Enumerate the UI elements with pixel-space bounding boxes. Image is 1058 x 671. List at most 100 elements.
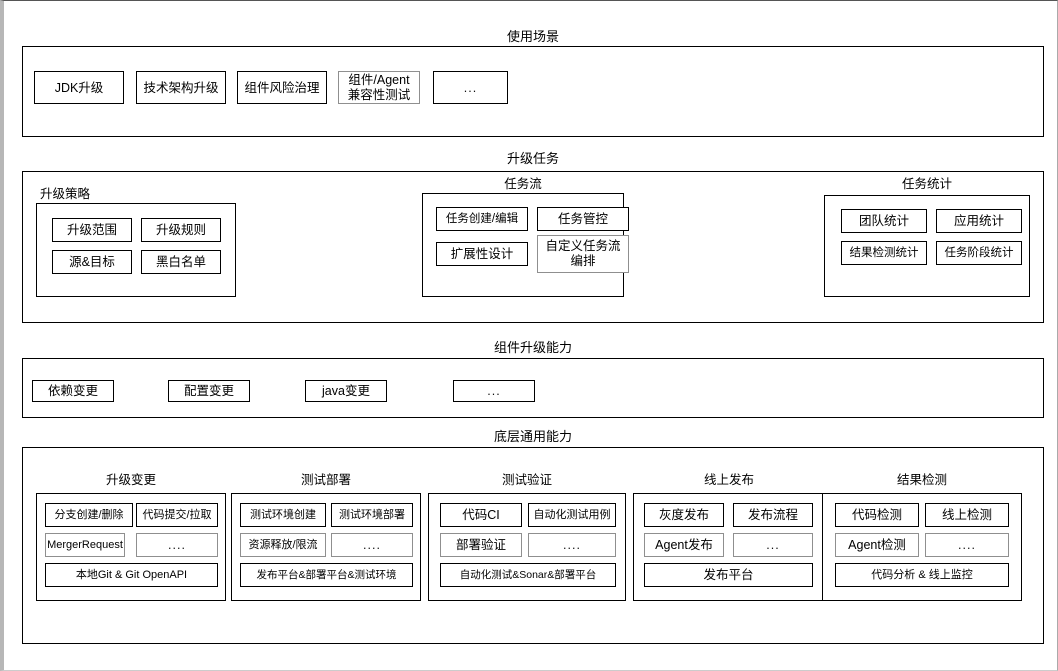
node-deploy-verify[interactable]: 部署验证 [440, 533, 522, 557]
group-title-upgrade-change: 升级变更 [105, 473, 156, 487]
node-tech-architecture-upgrade[interactable]: 技术架构升级 [136, 71, 226, 104]
node-app-statistics[interactable]: 应用统计 [936, 209, 1022, 233]
node-automated-test-case[interactable]: 自动化测试用例 [528, 503, 616, 527]
section-title-usage-scenarios: 使用场景 [506, 29, 559, 44]
node-label: 发布平台&部署平台&测试环境 [256, 569, 397, 581]
section-title-component-upgrade-capability: 组件升级能力 [493, 340, 572, 355]
node-test-verify-more[interactable]: .... [528, 533, 616, 557]
node-task-stage-statistics[interactable]: 任务阶段统计 [936, 241, 1022, 265]
node-code-analysis-online-monitor[interactable]: 代码分析 & 线上监控 [835, 563, 1009, 587]
node-label: ... [766, 538, 780, 552]
group-title-task-statistics: 任务统计 [901, 177, 952, 191]
group-title-upgrade-strategy: 升级策略 [40, 187, 91, 201]
node-label: 黑白名单 [155, 255, 206, 269]
node-java-change[interactable]: java变更 [305, 380, 387, 402]
node-label: 结果检测统计 [849, 247, 919, 259]
node-task-control[interactable]: 任务管控 [537, 207, 629, 231]
node-dependency-change[interactable]: 依赖变更 [32, 380, 114, 402]
node-component-risk-governance[interactable]: 组件风险治理 [237, 71, 327, 104]
node-code-commit-pull[interactable]: 代码提交/拉取 [136, 503, 218, 527]
node-team-statistics[interactable]: 团队统计 [841, 209, 927, 233]
node-config-change[interactable]: 配置变更 [168, 380, 250, 402]
node-code-detection[interactable]: 代码检测 [835, 503, 919, 527]
group-title-test-verify: 测试验证 [501, 473, 552, 487]
node-release-platform[interactable]: 发布平台 [644, 563, 813, 587]
group-test-deploy: 测试部署 测试环境创建 测试环境部署 资源释放/限流 .... 发布平台&部署平… [231, 473, 421, 601]
node-test-deploy-more[interactable]: .... [331, 533, 413, 557]
node-agent-detection[interactable]: Agent检测 [835, 533, 919, 557]
node-label-line2: 兼容性测试 [347, 87, 411, 102]
node-label: java变更 [322, 384, 370, 398]
node-label: Agent发布 [655, 538, 713, 552]
node-source-target[interactable]: 源&目标 [52, 250, 132, 274]
node-online-release-more[interactable]: ... [733, 533, 813, 557]
group-result-detection: 结果检测 代码检测 线上检测 Agent检测 .... 代码分析 & 线上监控 [822, 473, 1022, 601]
node-test-env-deploy[interactable]: 测试环境部署 [331, 503, 413, 527]
node-component-agent-compat-test[interactable]: 组件/Agent 兼容性测试 [338, 71, 420, 104]
node-label-line1: 组件/Agent [348, 72, 410, 87]
node-label: 升级范围 [66, 223, 117, 237]
node-label: 分支创建/删除 [54, 509, 124, 521]
node-test-env-create[interactable]: 测试环境创建 [240, 503, 326, 527]
node-local-git-openapi[interactable]: 本地Git & Git OpenAPI [45, 563, 218, 587]
group-title-test-deploy: 测试部署 [300, 473, 351, 487]
node-label: MergerRequest [47, 539, 123, 551]
node-automated-sonar-deploy-platform[interactable]: 自动化测试&Sonar&部署平台 [440, 563, 616, 587]
node-label: 任务管控 [557, 212, 608, 226]
node-merger-request[interactable]: MergerRequest [45, 533, 125, 557]
node-blacklist-whitelist[interactable]: 黑白名单 [141, 250, 221, 274]
node-label: .... [363, 538, 381, 552]
node-label: .... [563, 538, 581, 552]
node-label: 组件风险治理 [244, 80, 320, 95]
node-label: 团队统计 [858, 214, 909, 228]
node-label: 资源释放/限流 [248, 539, 318, 551]
node-usage-more[interactable]: ... [433, 71, 508, 104]
node-result-detection-more[interactable]: .... [925, 533, 1009, 557]
group-upgrade-change: 升级变更 分支创建/删除 代码提交/拉取 MergerRequest .... … [36, 473, 226, 601]
group-task-flow: 任务流 任务创建/编辑 任务管控 扩展性设计 自定义任务流 编排 [422, 177, 629, 297]
node-code-ci[interactable]: 代码CI [440, 503, 522, 527]
group-test-verify: 测试验证 代码CI 自动化测试用例 部署验证 .... 自动化测试&Sonar&… [428, 473, 626, 601]
node-label: 升级规则 [155, 223, 206, 237]
node-label: Agent检测 [848, 538, 906, 552]
node-jdk-upgrade[interactable]: JDK升级 [34, 71, 124, 104]
section-usage-scenarios: 使用场景 JDK升级 技术架构升级 组件风险治理 组件/Agent 兼容性测试 … [22, 29, 1044, 137]
node-upgrade-rules[interactable]: 升级规则 [141, 218, 221, 242]
node-component-capability-more[interactable]: ... [453, 380, 535, 402]
node-label-line2: 编排 [570, 254, 596, 268]
node-branch-create-delete[interactable]: 分支创建/删除 [45, 503, 133, 527]
node-label: 依赖变更 [47, 384, 98, 398]
node-online-detection[interactable]: 线上检测 [925, 503, 1009, 527]
node-upgrade-scope[interactable]: 升级范围 [52, 218, 132, 242]
group-title-result-detection: 结果检测 [896, 473, 947, 487]
section-component-upgrade-capability: 组件升级能力 依赖变更 配置变更 java变更 ... [22, 340, 1044, 418]
node-release-deploy-test-platform[interactable]: 发布平台&部署平台&测试环境 [240, 563, 413, 587]
node-label: 扩展性设计 [450, 247, 514, 261]
node-gray-release[interactable]: 灰度发布 [644, 503, 724, 527]
node-label: 技术架构升级 [143, 80, 219, 95]
node-extensibility-design[interactable]: 扩展性设计 [436, 242, 528, 266]
node-label: 配置变更 [183, 384, 234, 398]
node-label: .... [958, 538, 976, 552]
node-resource-release-throttle[interactable]: 资源释放/限流 [240, 533, 326, 557]
node-custom-task-flow-orchestration[interactable]: 自定义任务流 编排 [537, 235, 629, 273]
node-task-create-edit[interactable]: 任务创建/编辑 [436, 207, 528, 231]
node-release-process[interactable]: 发布流程 [733, 503, 813, 527]
section-upgrade-task: 升级任务 升级策略 升级范围 升级规则 源&目标 黑白名单 任务流 任务创建/ [22, 151, 1044, 323]
node-label: 灰度发布 [658, 508, 709, 522]
node-label: ... [487, 384, 501, 398]
node-agent-release[interactable]: Agent发布 [644, 533, 724, 557]
node-label: 测试环境部署 [339, 509, 405, 521]
node-upgrade-change-more[interactable]: .... [136, 533, 218, 557]
node-label: 发布平台 [703, 568, 754, 582]
node-result-detection-statistics[interactable]: 结果检测统计 [841, 241, 927, 265]
group-title-task-flow: 任务流 [504, 177, 542, 191]
node-label: 测试环境创建 [250, 509, 316, 521]
section-foundation-capability: 底层通用能力 升级变更 分支创建/删除 代码提交/拉取 MergerReques… [22, 429, 1044, 644]
node-label: 自动化测试&Sonar&部署平台 [459, 569, 597, 581]
node-label: 任务阶段统计 [944, 247, 1014, 259]
node-label: 代码CI [462, 508, 500, 522]
group-upgrade-strategy: 升级策略 升级范围 升级规则 源&目标 黑白名单 [36, 187, 236, 297]
group-task-statistics: 任务统计 团队统计 应用统计 结果检测统计 任务阶段统计 [824, 177, 1030, 297]
